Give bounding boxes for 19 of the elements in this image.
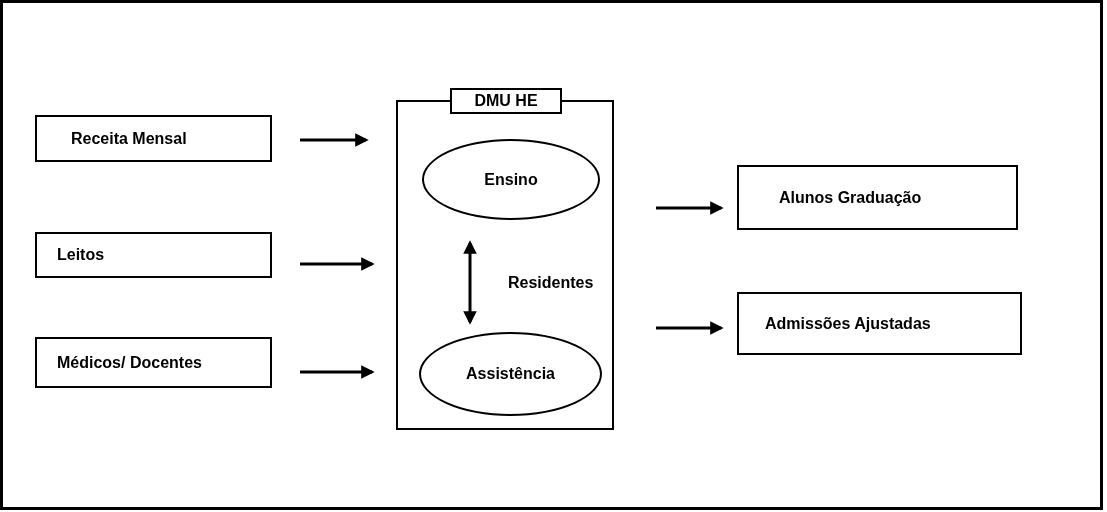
arrow [300, 133, 369, 147]
node-label: Leitos [57, 245, 105, 265]
arrow [300, 365, 375, 379]
arrow [463, 240, 477, 325]
node-label: Receita Mensal [71, 128, 187, 149]
unit-title: DMU HE [450, 88, 562, 114]
node-label: Assistência [466, 364, 555, 384]
input-box [35, 232, 272, 278]
arrow [656, 321, 724, 335]
input-box [737, 165, 1018, 230]
arrow [656, 201, 724, 215]
node-label: Admissões Ajustadas [765, 313, 931, 334]
input-box [35, 337, 272, 388]
arrow [300, 257, 375, 271]
node-label: Médicos/ Docentes [57, 352, 202, 373]
node-label: Alunos Graduação [779, 187, 922, 208]
input-box [737, 292, 1022, 355]
node-label: Ensino [484, 169, 538, 190]
input-box [35, 115, 272, 162]
